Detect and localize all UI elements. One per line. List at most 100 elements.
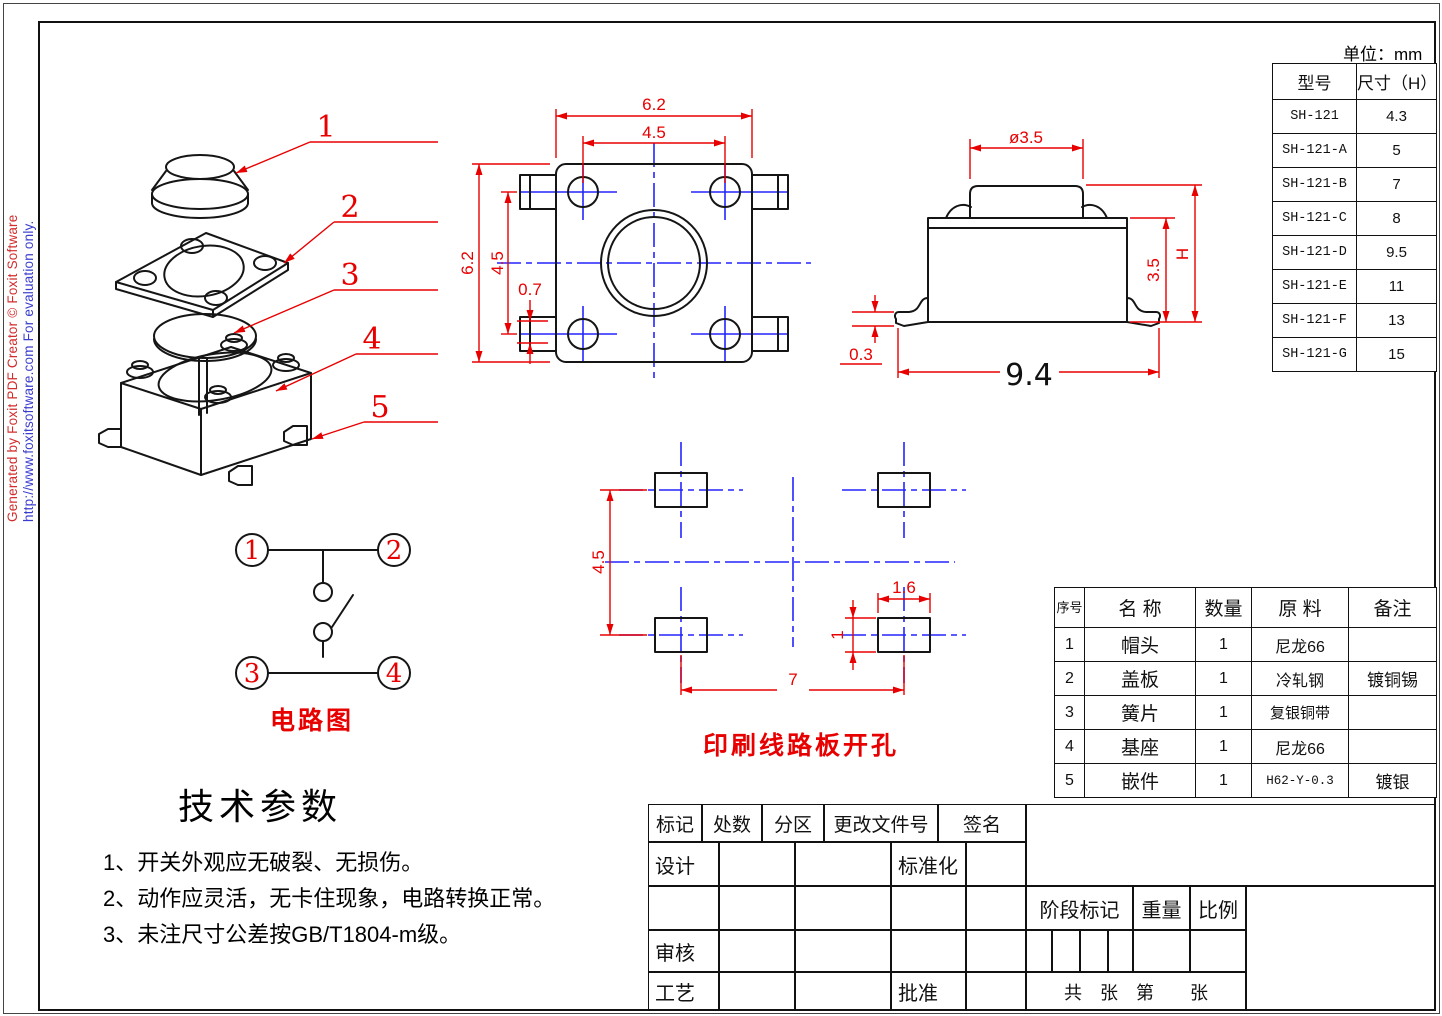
top-view-figure: 6.2 4.5 6.2 4.5 0.7 (458, 95, 811, 381)
terminal-label-1: 1 (244, 536, 261, 566)
dim-label: 4.5 (488, 251, 507, 275)
parts-header-note: 备注 (1348, 587, 1437, 628)
titleblock-empty-cell (719, 886, 795, 930)
titleblock-stage-mark: 阶段标记 (1026, 886, 1133, 930)
parts-cell: 镀铜锡 (1348, 661, 1437, 696)
cover-plate-drawing (115, 232, 289, 318)
parts-cell (1348, 627, 1437, 662)
parts-cell: 5 (1054, 763, 1085, 798)
terminal-label-3: 3 (244, 659, 261, 689)
circuit-lines (235, 533, 411, 690)
parts-cell (1348, 729, 1437, 764)
part-label-4: 4 (362, 322, 381, 357)
parts-header-name: 名 称 (1084, 587, 1196, 628)
parts-cell: 基座 (1084, 729, 1196, 764)
titleblock-empty-cell (891, 886, 966, 930)
parts-cell: 1 (1195, 695, 1252, 730)
dim-label: 0.3 (849, 345, 873, 364)
terminal-label-2: 2 (386, 536, 403, 566)
titleblock-empty-cell (891, 930, 966, 972)
dim-label: 4.5 (642, 123, 666, 142)
dim-label: 6.2 (458, 251, 477, 275)
parts-cell: 2 (1054, 661, 1085, 696)
titleblock-empty-cell (719, 972, 795, 1011)
size-cell: 8 (1356, 201, 1437, 236)
titleblock-audit: 审核 (648, 930, 719, 972)
dim-label: 4.5 (589, 550, 608, 574)
dim-label-overall-width: 9.4 (1005, 358, 1053, 393)
centerlines (497, 143, 811, 381)
dim-label: 7 (788, 670, 797, 689)
titleblock-design: 设计 (648, 842, 719, 886)
model-cell: SH-121-E (1272, 269, 1357, 304)
titleblock-empty-cell (966, 972, 1026, 1011)
parts-cell: 1 (1195, 661, 1252, 696)
parts-cell: H62-Y-0.3 (1251, 763, 1349, 798)
titleblock-empty-cell (719, 930, 795, 972)
titleblock-empty-cell (795, 930, 891, 972)
titleblock-scale: 比例 (1190, 886, 1246, 930)
model-table-header-model: 型号 (1272, 63, 1357, 100)
circuit-diagram-title: 电路图 (270, 707, 355, 735)
titleblock-stage-cell (1026, 930, 1052, 972)
side-view-body (894, 185, 1161, 327)
model-table-header-size: 尺寸（H） (1356, 63, 1437, 100)
titleblock-empty-cell (795, 972, 891, 1011)
circuit-diagram-figure: 1 2 3 4 (235, 533, 411, 690)
titleblock-count: 处数 (702, 804, 762, 842)
parts-cell: 尼龙66 (1251, 627, 1349, 662)
part-label-5: 5 (370, 390, 389, 425)
model-cell: SH-121 (1272, 99, 1357, 134)
titleblock-weight-value-cell (1133, 930, 1190, 972)
side-view-figure: ø3.5 H 3.5 0.3 9.4 (840, 128, 1202, 393)
titleblock-doc-no: 更改文件号 (824, 804, 938, 842)
size-cell: 11 (1356, 269, 1437, 304)
titleblock-empty-cell (795, 842, 891, 886)
dim-label: 6.2 (642, 95, 666, 114)
parts-header-qty: 数量 (1195, 587, 1252, 628)
part-label-2: 2 (340, 190, 359, 225)
parts-cell: 帽头 (1084, 627, 1196, 662)
size-cell: 15 (1356, 337, 1437, 372)
part-leaders (233, 141, 438, 440)
pcb-layout-figure: 4.5 1.6 1 7 (589, 442, 966, 695)
top-view-body (519, 163, 789, 363)
outer-border (3, 3, 1440, 1014)
titleblock-sheets: 共 张 第 张 (1026, 972, 1246, 1011)
titleblock-stage-cell (1108, 930, 1133, 972)
pcb-centerlines (605, 442, 966, 683)
model-cell: SH-121-C (1272, 201, 1357, 236)
parts-cell: 尼龙66 (1251, 729, 1349, 764)
model-cell: SH-121-F (1272, 303, 1357, 338)
titleblock-approve: 批准 (891, 972, 966, 1011)
title-block: 标记 处数 分区 更改文件号 签名 设计 标准化 审核 工艺 批准 阶段标记 重… (648, 804, 1436, 1011)
size-cell: 9.5 (1356, 235, 1437, 270)
model-cell: SH-121-B (1272, 167, 1357, 202)
titleblock-stage-cell (1052, 930, 1080, 972)
pcb-dimensions (600, 489, 931, 695)
parts-cell: 4 (1054, 729, 1085, 764)
titleblock-drawing-number-cell (1246, 886, 1436, 1011)
titleblock-drawing-name-cell (1026, 804, 1436, 886)
titleblock-empty-cell (648, 886, 719, 930)
dim-label: 0.7 (518, 280, 542, 299)
parts-cell: 簧片 (1084, 695, 1196, 730)
parts-cell: 1 (1054, 627, 1085, 662)
part-label-1: 1 (316, 110, 335, 145)
top-view-dimensions (472, 109, 753, 364)
model-cell: SH-121-A (1272, 133, 1357, 168)
parts-list-table: 序号 名 称 数量 原 料 备注 1 帽头 1 尼龙66 2 盖板 1 冷轧钢 … (1054, 587, 1437, 798)
titleblock-craft: 工艺 (648, 972, 719, 1011)
size-cell: 7 (1356, 167, 1437, 202)
size-cell: 4.3 (1356, 99, 1437, 134)
titleblock-mark: 标记 (648, 804, 702, 842)
titleblock-sign: 签名 (938, 804, 1026, 842)
titleblock-empty-cell (719, 842, 795, 886)
titleblock-empty-cell (966, 886, 1026, 930)
pcb-layout-title: 印刷线路板开孔 (703, 732, 900, 760)
model-cell: SH-121-D (1272, 235, 1357, 270)
tech-notes-heading: 技术参数 (178, 786, 343, 827)
titleblock-standardization: 标准化 (891, 842, 966, 886)
parts-cell (1348, 695, 1437, 730)
